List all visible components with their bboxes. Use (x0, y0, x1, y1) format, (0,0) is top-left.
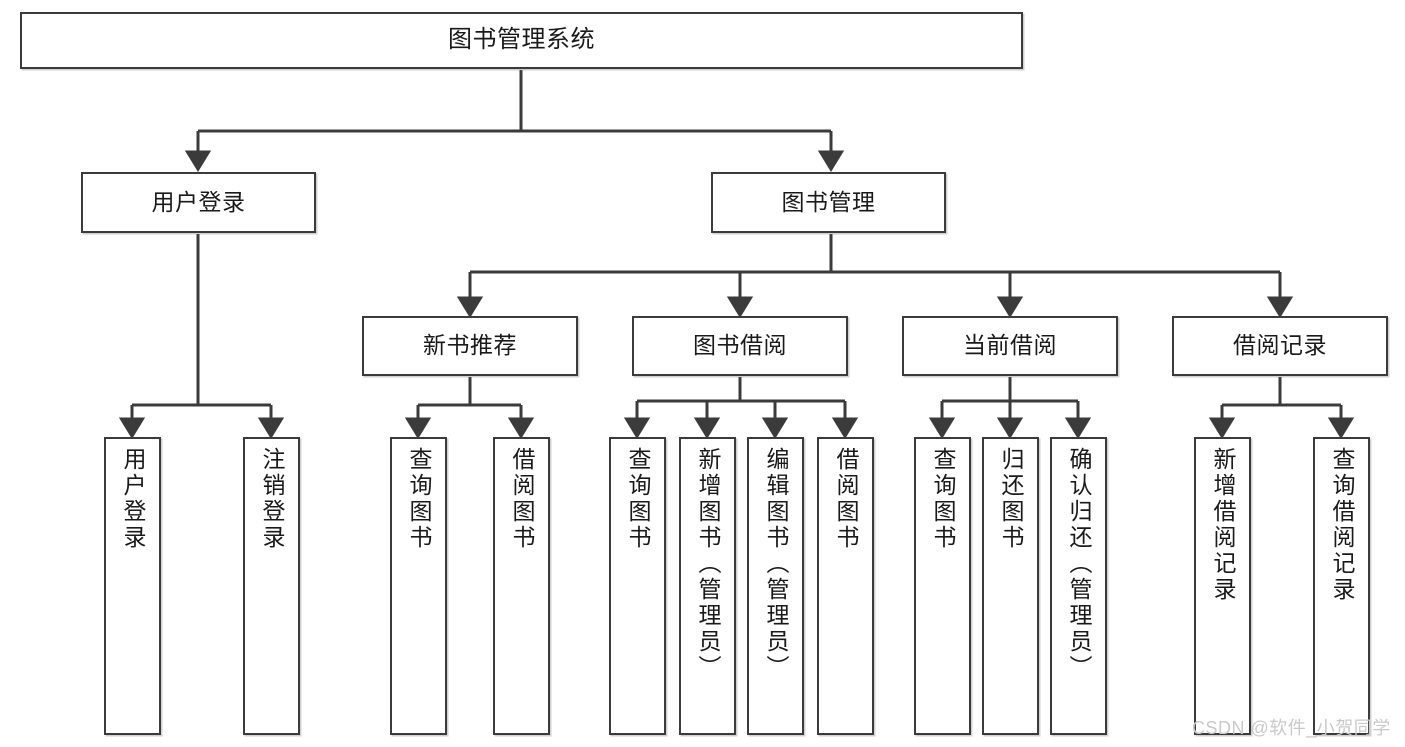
node-current-borrow[interactable]: 当前借阅 (902, 316, 1118, 376)
node-user-login[interactable]: 用户登录 (81, 172, 316, 233)
node-label: 确认归还（管理员） (1066, 447, 1092, 681)
node-book-management[interactable]: 图书管理 (711, 172, 946, 233)
node-label: 图书管理系统 (448, 26, 595, 54)
leaf-book-borrow-borrow-book[interactable]: 借阅图书 (817, 437, 874, 735)
node-label: 注销登录 (259, 447, 285, 551)
node-label: 用户登录 (120, 447, 146, 551)
leaf-book-borrow-edit-book-admin[interactable]: 编辑图书（管理员） (747, 437, 804, 735)
leaf-current-borrow-confirm-return-admin[interactable]: 确认归还（管理员） (1050, 437, 1107, 735)
node-label: 图书借阅 (693, 332, 787, 359)
node-label: 新增图书（管理员） (695, 447, 721, 681)
leaf-borrow-record-add-record[interactable]: 新增借阅记录 (1194, 437, 1251, 735)
node-root-book-management-system[interactable]: 图书管理系统 (20, 12, 1023, 69)
node-label: 借阅图书 (833, 447, 859, 551)
node-label: 新书推荐 (423, 332, 517, 359)
leaf-book-borrow-add-book-admin[interactable]: 新增图书（管理员） (679, 437, 736, 735)
node-new-book-recommend[interactable]: 新书推荐 (362, 316, 578, 376)
node-label: 当前借阅 (963, 332, 1057, 359)
node-label: 图书管理 (781, 188, 876, 215)
leaf-user-login-logout[interactable]: 注销登录 (243, 437, 300, 735)
leaf-current-borrow-query-book[interactable]: 查询图书 (914, 437, 971, 735)
leaf-user-login-login[interactable]: 用户登录 (104, 437, 161, 735)
leaf-borrow-record-query-record[interactable]: 查询借阅记录 (1313, 437, 1370, 735)
node-label: 归还图书 (998, 447, 1024, 551)
leaf-new-book-borrow-book[interactable]: 借阅图书 (493, 437, 550, 735)
node-label: 借阅图书 (509, 447, 535, 551)
node-label: 查询借阅记录 (1329, 447, 1355, 603)
leaf-book-borrow-query-book[interactable]: 查询图书 (609, 437, 666, 735)
node-label: 查询图书 (406, 447, 432, 551)
node-label: 新增借阅记录 (1210, 447, 1236, 603)
node-label: 用户登录 (151, 188, 246, 215)
node-label: 查询图书 (625, 447, 651, 551)
node-label: 借阅记录 (1233, 332, 1327, 359)
node-borrow-record[interactable]: 借阅记录 (1172, 316, 1388, 376)
node-label: 编辑图书（管理员） (763, 447, 789, 681)
node-book-borrow[interactable]: 图书借阅 (632, 316, 848, 376)
node-label: 查询图书 (930, 447, 956, 551)
leaf-new-book-query-book[interactable]: 查询图书 (390, 437, 447, 735)
leaf-current-borrow-return-book[interactable]: 归还图书 (982, 437, 1039, 735)
csdn-watermark: CSDN @软件_小贺同学 (1192, 718, 1391, 738)
